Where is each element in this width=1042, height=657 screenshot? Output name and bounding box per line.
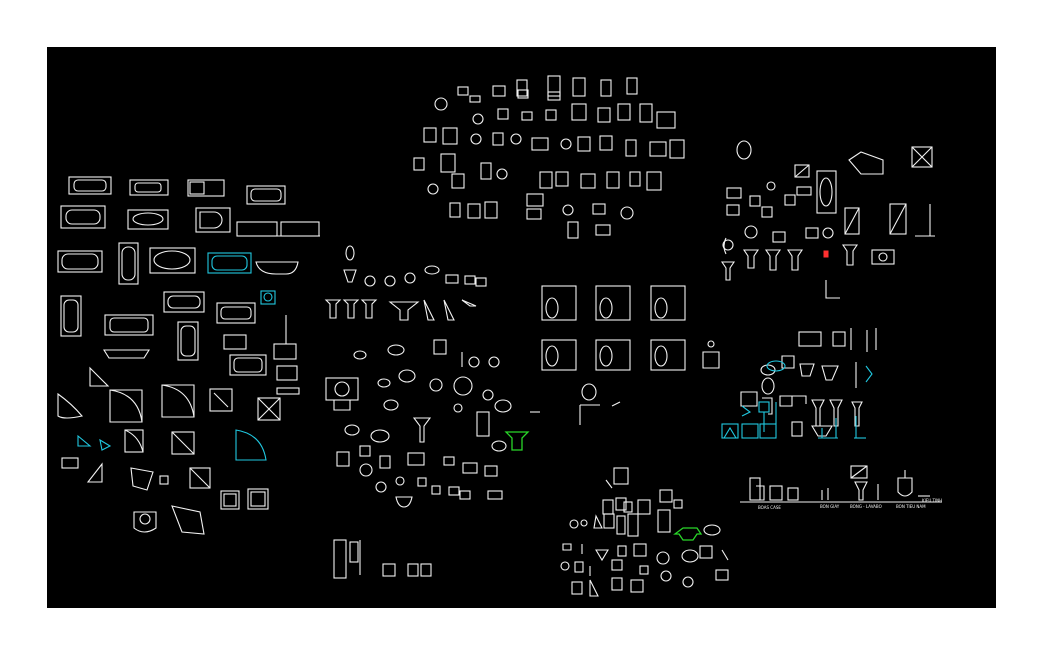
red-marker-icon [823, 250, 829, 258]
toilet-plan-group [413, 75, 685, 239]
bathtub-group [57, 176, 320, 535]
elevation-label: KIEU TINH [922, 498, 942, 503]
mirror-accessory-group [720, 140, 935, 299]
fixture-group-right [721, 328, 877, 439]
urinal-group [560, 467, 729, 597]
elevation-label: BONG - LAVABO [850, 504, 882, 509]
bathroom-elevation: BOAS CASE BON GIAY BONG - LAVABO BON TIE… [740, 465, 942, 510]
elevation-label: BON TIEU NAM [896, 504, 926, 509]
lavabo-group [324, 245, 540, 508]
shower-group [333, 285, 720, 579]
elevation-label: BOAS CASE [758, 505, 781, 510]
elevation-label: BON GIAY [820, 504, 840, 509]
model-space-background [47, 47, 996, 608]
green-lavabo-icon [504, 431, 530, 451]
